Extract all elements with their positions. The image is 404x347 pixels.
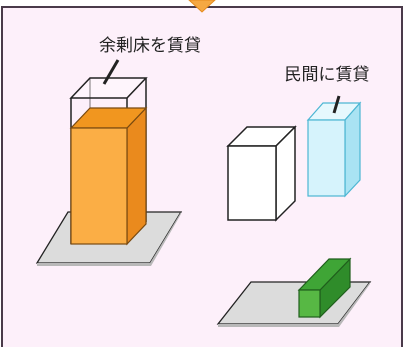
- middle-box-front: [227, 145, 277, 221]
- label-private-rental: 民間に賃貸: [285, 65, 370, 85]
- blue-box-group: 民間に賃貸: [285, 65, 370, 198]
- blue-box-front: [307, 119, 346, 197]
- label-surplus-floor: 余剰床を賃貸: [99, 36, 201, 56]
- green-front: [298, 289, 321, 318]
- orange-front: [70, 127, 128, 245]
- orange-building: [69, 106, 148, 246]
- callout-line-left: [102, 59, 120, 85]
- left-group: 余剰床を賃貸: [35, 36, 201, 266]
- right-lot-group: [216, 257, 372, 327]
- callout-line-right: [332, 95, 341, 114]
- arrow-tip-icon: [188, 0, 216, 13]
- orange-side: [126, 106, 147, 246]
- middle-box: [226, 125, 297, 222]
- blue-box-side: [344, 101, 361, 198]
